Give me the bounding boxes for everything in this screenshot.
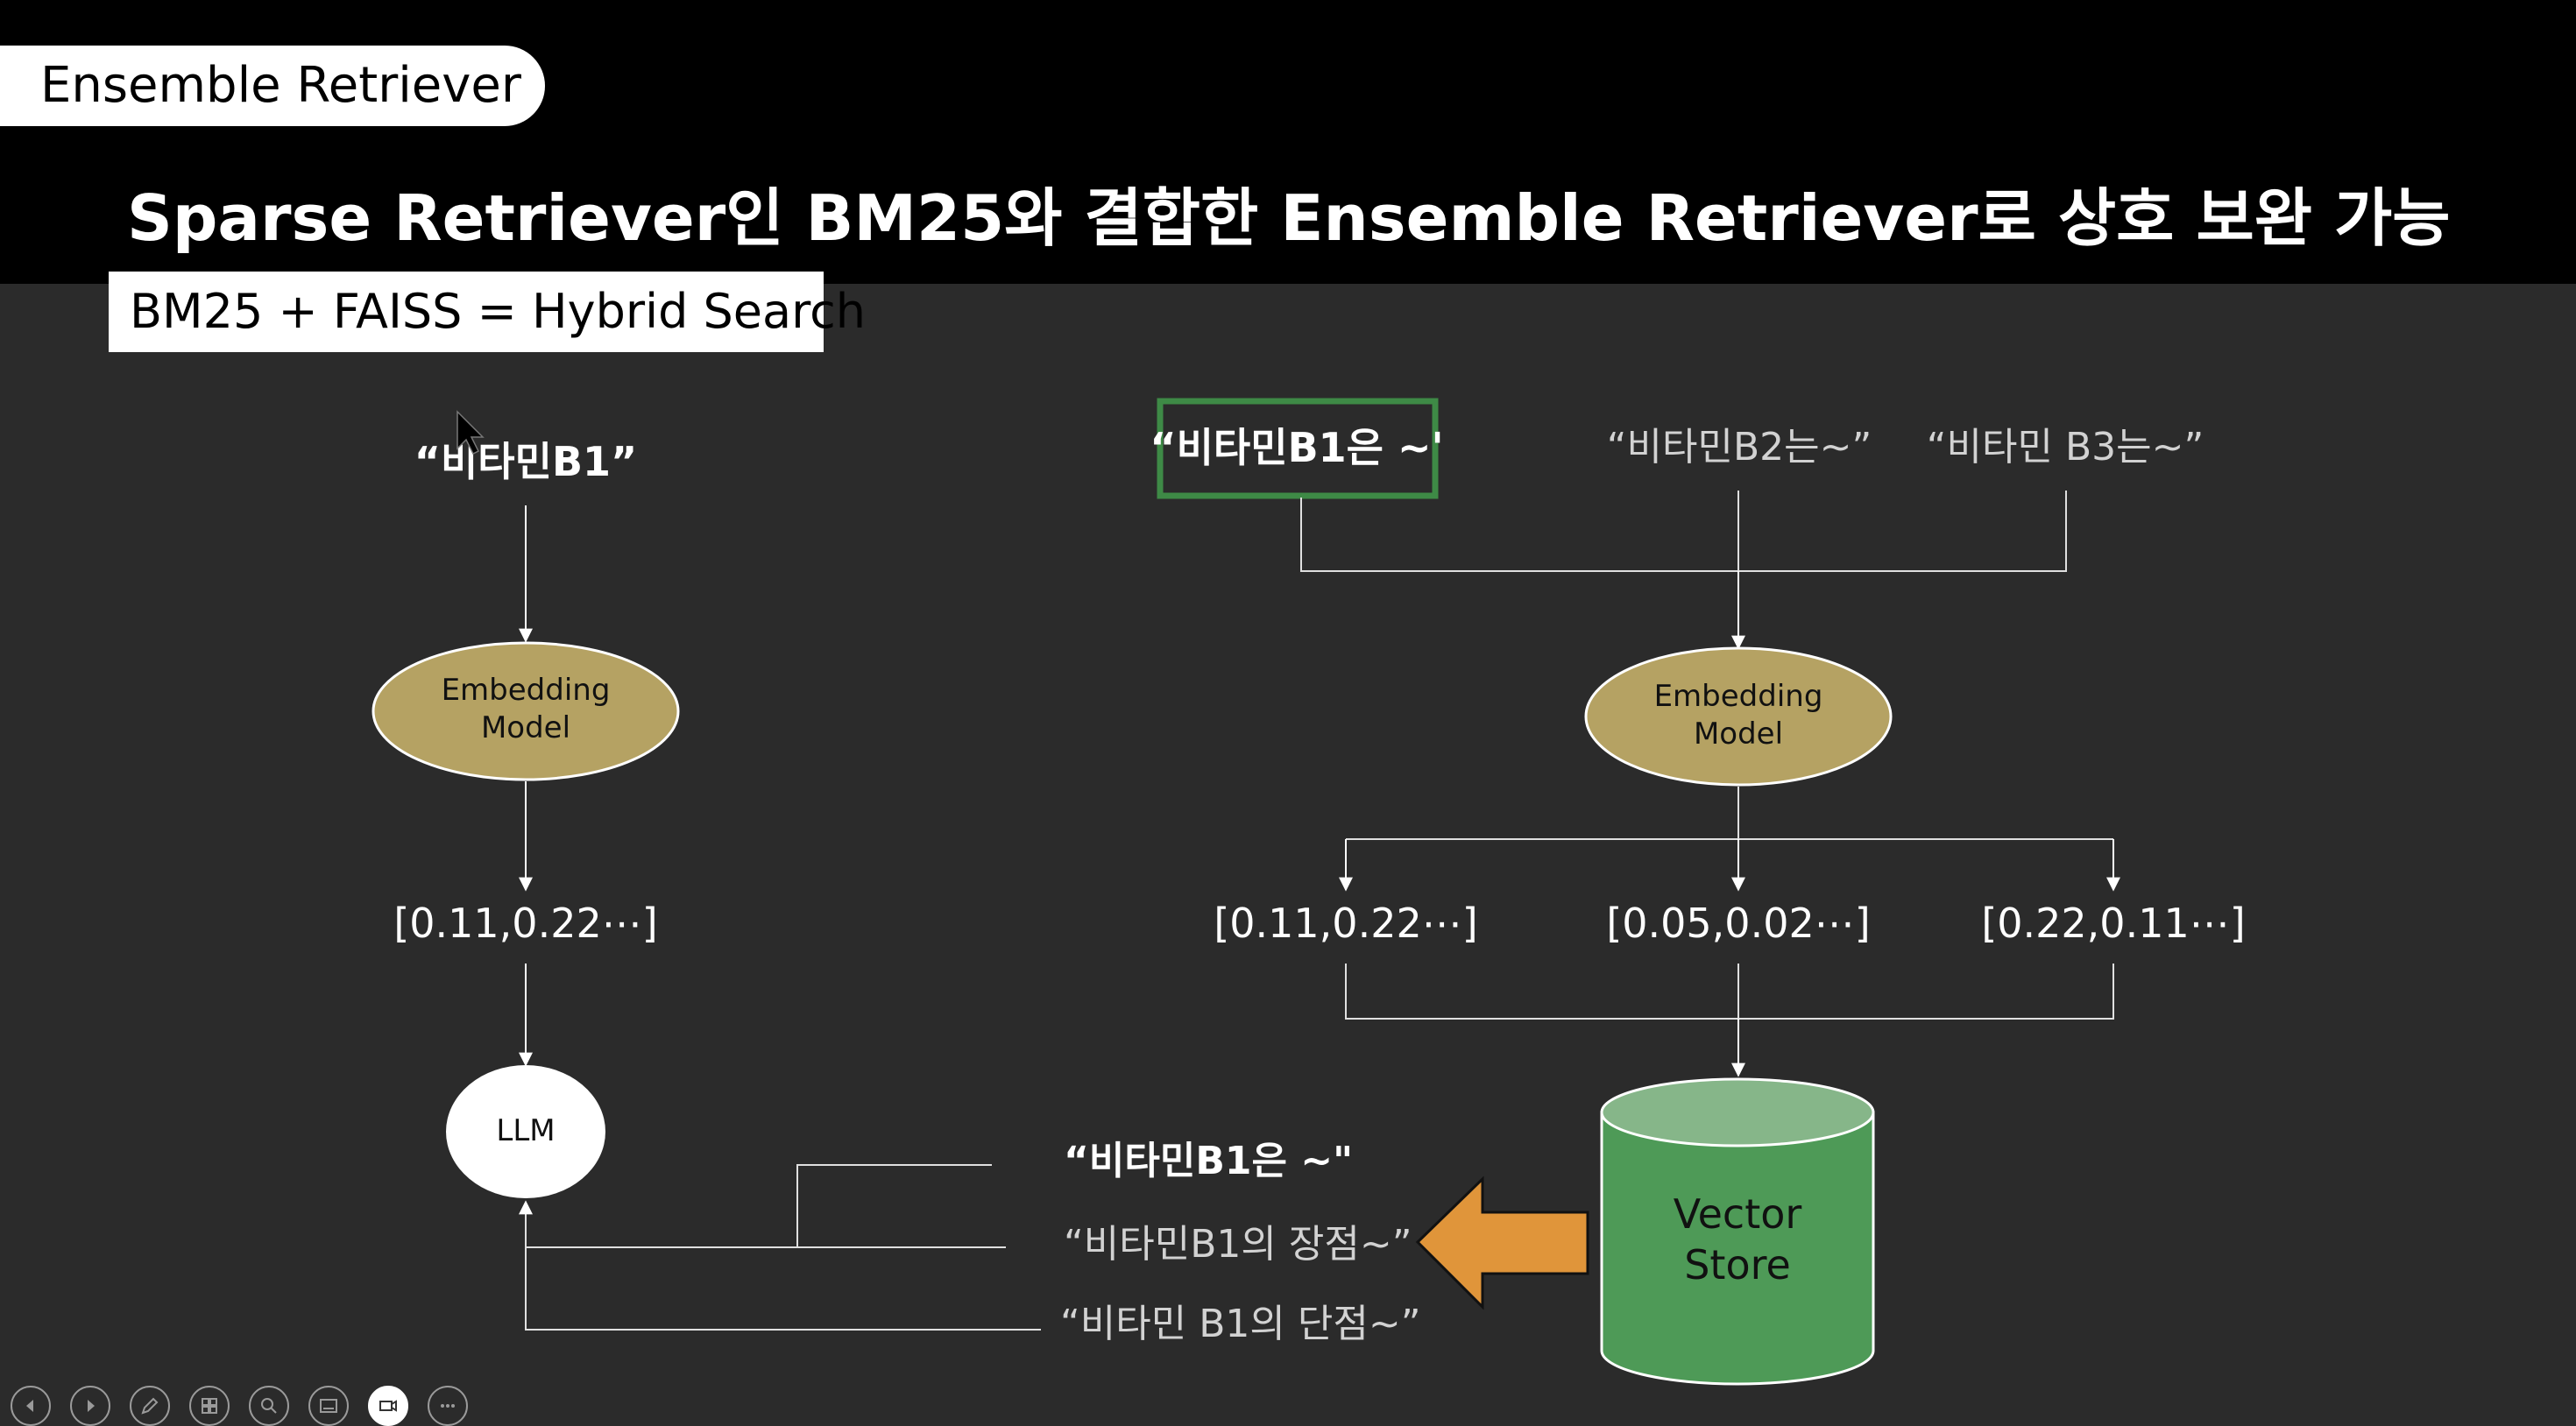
- left-model-line1: Embedding: [442, 673, 611, 708]
- llm-label: LLM: [496, 1113, 555, 1148]
- more-icon[interactable]: [428, 1386, 468, 1426]
- left-model-line2: Model: [481, 710, 570, 745]
- doc-1: “비타민B1은 ~': [1150, 424, 1443, 471]
- right-model-line2: Model: [1694, 717, 1783, 752]
- doc-2: “비타민B2는~”: [1607, 425, 1872, 469]
- result-3: “비타민 B1의 단점~”: [1060, 1302, 1421, 1346]
- vectors-connector: [1345, 964, 2114, 1020]
- store-line1: Vector: [1674, 1190, 1802, 1238]
- mouse-cursor: [456, 410, 485, 455]
- left-query: “비타민B1”: [414, 438, 638, 485]
- left-vector: [0.11,0.22⋯]: [393, 900, 657, 947]
- zoom-icon[interactable]: [249, 1386, 289, 1426]
- left-embedding-model: [372, 641, 680, 781]
- result-2: “비타민B1의 장점~”: [1064, 1222, 1412, 1267]
- slide-title: Sparse Retriever인 BM25와 결합한 Ensemble Ret…: [127, 181, 2451, 255]
- vector-3: [0.22,0.11⋯]: [1981, 900, 2245, 947]
- subtitles-icon[interactable]: [308, 1386, 349, 1426]
- llm-node: [446, 1065, 605, 1198]
- docs-connector: [1300, 491, 2067, 572]
- formula-label: BM25 + FAISS = Hybrid Search: [109, 272, 866, 352]
- vector-1: [0.11,0.22⋯]: [1214, 900, 1477, 947]
- right-embedding-model: [1584, 646, 1893, 787]
- doc-3: “비타민 B3는~”: [1927, 425, 2204, 469]
- presentation-toolbar: [11, 1386, 468, 1426]
- pen-icon[interactable]: [130, 1386, 170, 1426]
- vector-2: [0.05,0.02⋯]: [1606, 900, 1870, 947]
- section-tag: Ensemble Retriever: [0, 46, 545, 126]
- next-icon[interactable]: [70, 1386, 110, 1426]
- previous-icon[interactable]: [11, 1386, 51, 1426]
- right-model-line1: Embedding: [1654, 679, 1823, 714]
- retrieval-arrow: [1415, 1175, 1589, 1310]
- result-connector-1: [796, 1164, 992, 1247]
- camera-icon[interactable]: [368, 1386, 408, 1426]
- model-splitter: [1346, 787, 2113, 840]
- result-1: “비타민B1은 ~": [1064, 1139, 1353, 1183]
- vector-store-top: [1600, 1077, 1875, 1147]
- result-connector-3: [519, 1200, 1041, 1331]
- highlighted-doc-box: [1157, 398, 1439, 499]
- vector-store-body: [1600, 1111, 1875, 1386]
- slides-icon[interactable]: [189, 1386, 230, 1426]
- store-line2: Store: [1684, 1241, 1791, 1288]
